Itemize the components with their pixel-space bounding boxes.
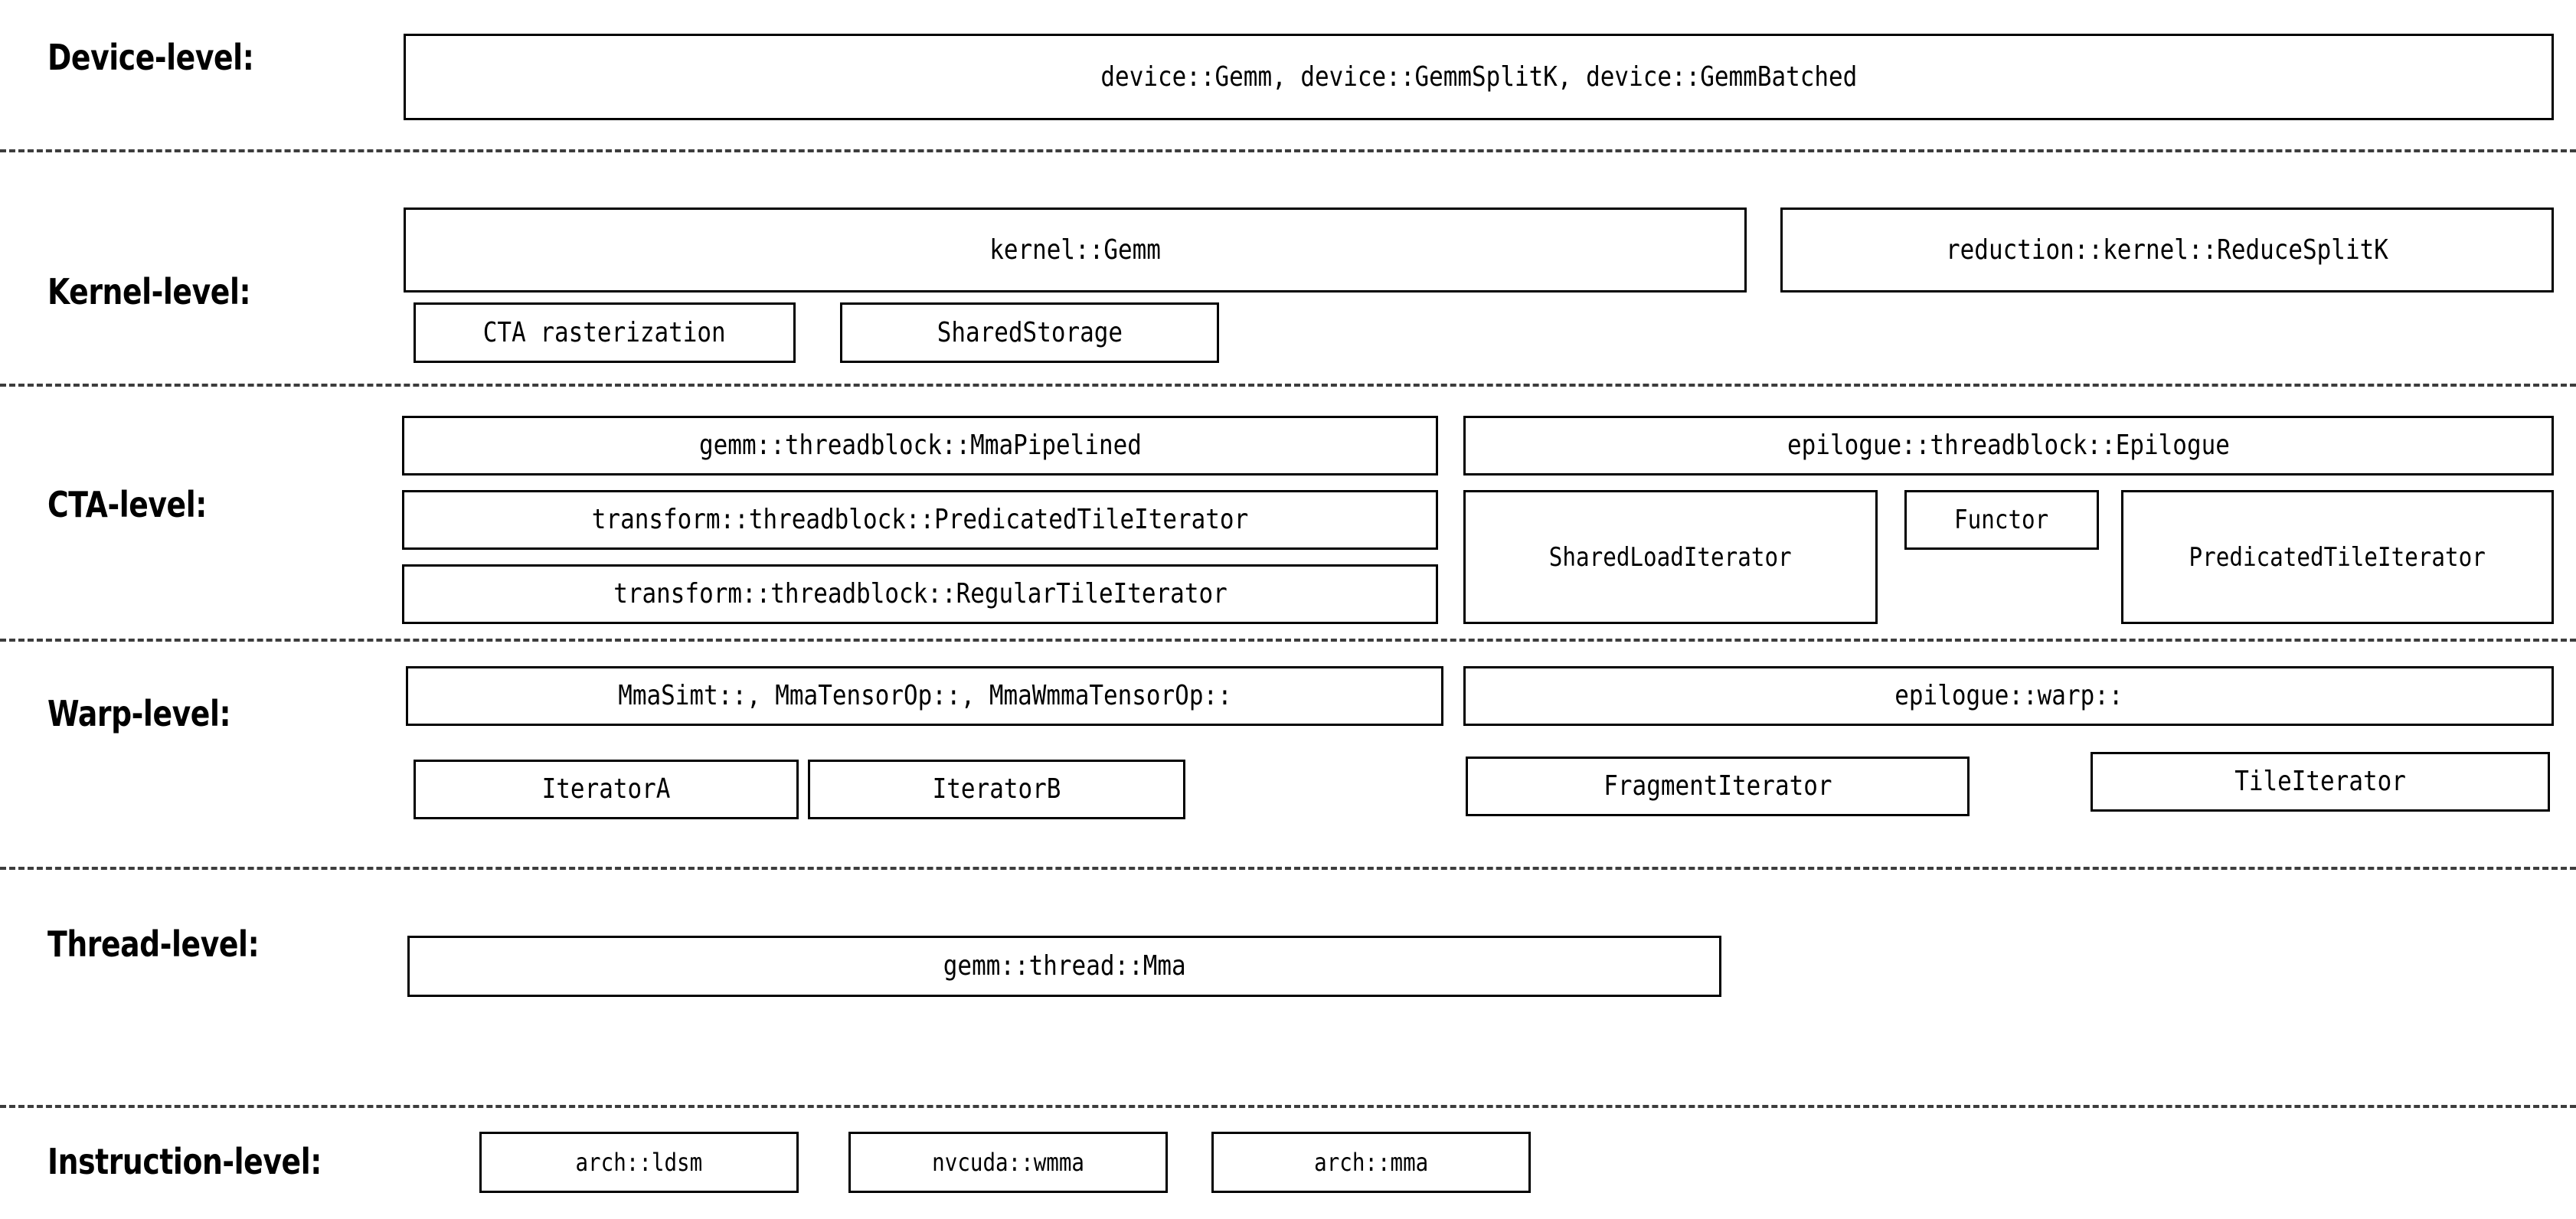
kernel-gemm-box[interactable]: kernel::Gemm [404,208,1747,292]
iterator-a-box[interactable]: IteratorA [414,760,799,819]
gemm-thread-mma-box-label: gemm::thread::Mma [943,950,1186,982]
iterator-a-box-label: IteratorA [541,773,671,805]
nvcuda-wmma-box-label: nvcuda::wmma [932,1148,1084,1177]
divider-warp-thread [0,867,2576,870]
cta-rasterization-box-label: CTA rasterization [483,316,726,348]
gemm-thread-mma-box[interactable]: gemm::thread::Mma [407,936,1721,997]
level-label-device: Device-level: [47,37,254,78]
functor-box[interactable]: Functor [1904,490,2099,550]
arch-ldsm-box[interactable]: arch::ldsm [479,1132,799,1193]
fragment-iterator-box-label: FragmentIterator [1603,770,1832,802]
level-label-warp: Warp-level: [47,693,231,734]
functor-box-label: Functor [1954,505,2049,535]
tile-iterator-box[interactable]: TileIterator [2091,752,2550,812]
mma-pipelined-box[interactable]: gemm::threadblock::MmaPipelined [402,416,1438,476]
shared-storage-box-label: SharedStorage [937,316,1123,348]
device-gemm-box-label: device::Gemm, device::GemmSplitK, device… [1100,60,1857,93]
level-label-instruction: Instruction-level: [47,1141,322,1182]
divider-device-kernel [0,149,2576,152]
shared-load-iterator-box[interactable]: SharedLoadIterator [1463,490,1878,624]
level-label-cta: CTA-level: [47,484,207,525]
warp-mma-ops-box-label: MmaSimt::, MmaTensorOp::, MmaWmmaTensorO… [617,680,1232,711]
epilogue-threadblock-box-label: epilogue::threadblock::Epilogue [1787,430,2230,461]
epilogue-warp-box-label: epilogue::warp:: [1894,680,2123,711]
fragment-iterator-box[interactable]: FragmentIterator [1466,757,1970,816]
arch-mma-box[interactable]: arch::mma [1211,1132,1531,1193]
predicated-tile-iterator-box-label: transform::threadblock::PredicatedTileIt… [591,504,1249,535]
device-gemm-box[interactable]: device::Gemm, device::GemmSplitK, device… [404,34,2554,120]
mma-pipelined-box-label: gemm::threadblock::MmaPipelined [698,430,1142,461]
iterator-b-box[interactable]: IteratorB [808,760,1185,819]
level-label-thread: Thread-level: [47,923,260,965]
kernel-gemm-box-label: kernel::Gemm [989,234,1161,266]
divider-cta-warp [0,639,2576,642]
shared-load-iterator-box-label: SharedLoadIterator [1549,541,1792,573]
predicated-tile-iterator-box[interactable]: transform::threadblock::PredicatedTileIt… [402,490,1438,550]
warp-mma-ops-box[interactable]: MmaSimt::, MmaTensorOp::, MmaWmmaTensorO… [406,666,1443,726]
epilogue-warp-box[interactable]: epilogue::warp:: [1463,666,2554,726]
iterator-b-box-label: IteratorB [932,773,1061,805]
arch-ldsm-box-label: arch::ldsm [575,1148,703,1177]
epilogue-predicated-tile-iterator-box[interactable]: PredicatedTileIterator [2121,490,2554,624]
level-label-kernel: Kernel-level: [47,271,251,312]
divider-thread-instruction [0,1105,2576,1108]
nvcuda-wmma-box[interactable]: nvcuda::wmma [848,1132,1168,1193]
cta-rasterization-box[interactable]: CTA rasterization [414,302,796,363]
regular-tile-iterator-box[interactable]: transform::threadblock::RegularTileItera… [402,564,1438,624]
regular-tile-iterator-box-label: transform::threadblock::RegularTileItera… [613,578,1228,610]
divider-kernel-cta [0,384,2576,387]
shared-storage-box[interactable]: SharedStorage [840,302,1219,363]
epilogue-threadblock-box[interactable]: epilogue::threadblock::Epilogue [1463,416,2554,476]
arch-mma-box-label: arch::mma [1313,1148,1429,1177]
epilogue-predicated-tile-iterator-box-label: PredicatedTileIterator [2189,541,2486,573]
reduction-reducesplitk-box[interactable]: reduction::kernel::ReduceSplitK [1780,208,2554,292]
tile-iterator-box-label: TileIterator [2234,766,2406,797]
reduction-reducesplitk-box-label: reduction::kernel::ReduceSplitK [1946,234,2388,266]
